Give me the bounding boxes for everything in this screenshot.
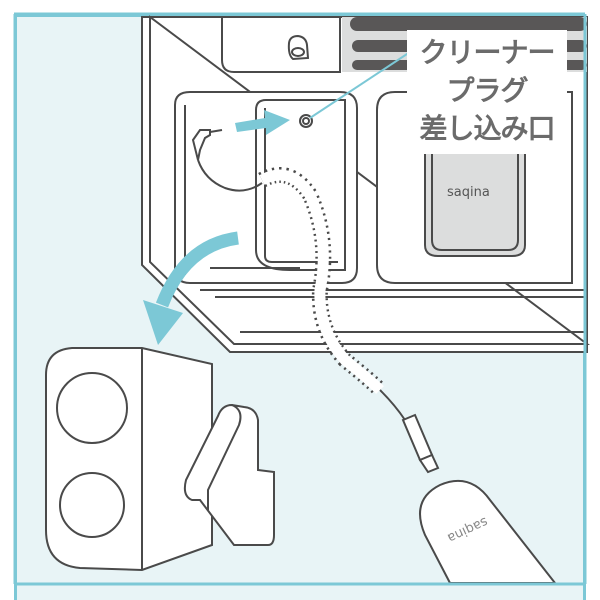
device-brand-label: saqina xyxy=(447,185,490,200)
cleaner-device xyxy=(419,480,558,584)
callout-leader-line xyxy=(309,51,411,119)
insert-arrow-icon xyxy=(235,110,290,135)
callout-line-3: 差し込み口 xyxy=(419,112,555,145)
rotate-down-arrow-icon xyxy=(143,231,240,345)
coiled-cord xyxy=(258,167,440,474)
callout-line-2: プラグ xyxy=(446,74,528,107)
callout-label: クリーナー プラグ 差し込み口 xyxy=(407,30,567,154)
callout-line-1: クリーナー xyxy=(419,36,555,69)
mini-plug xyxy=(191,129,263,192)
adapter-part xyxy=(45,347,275,572)
